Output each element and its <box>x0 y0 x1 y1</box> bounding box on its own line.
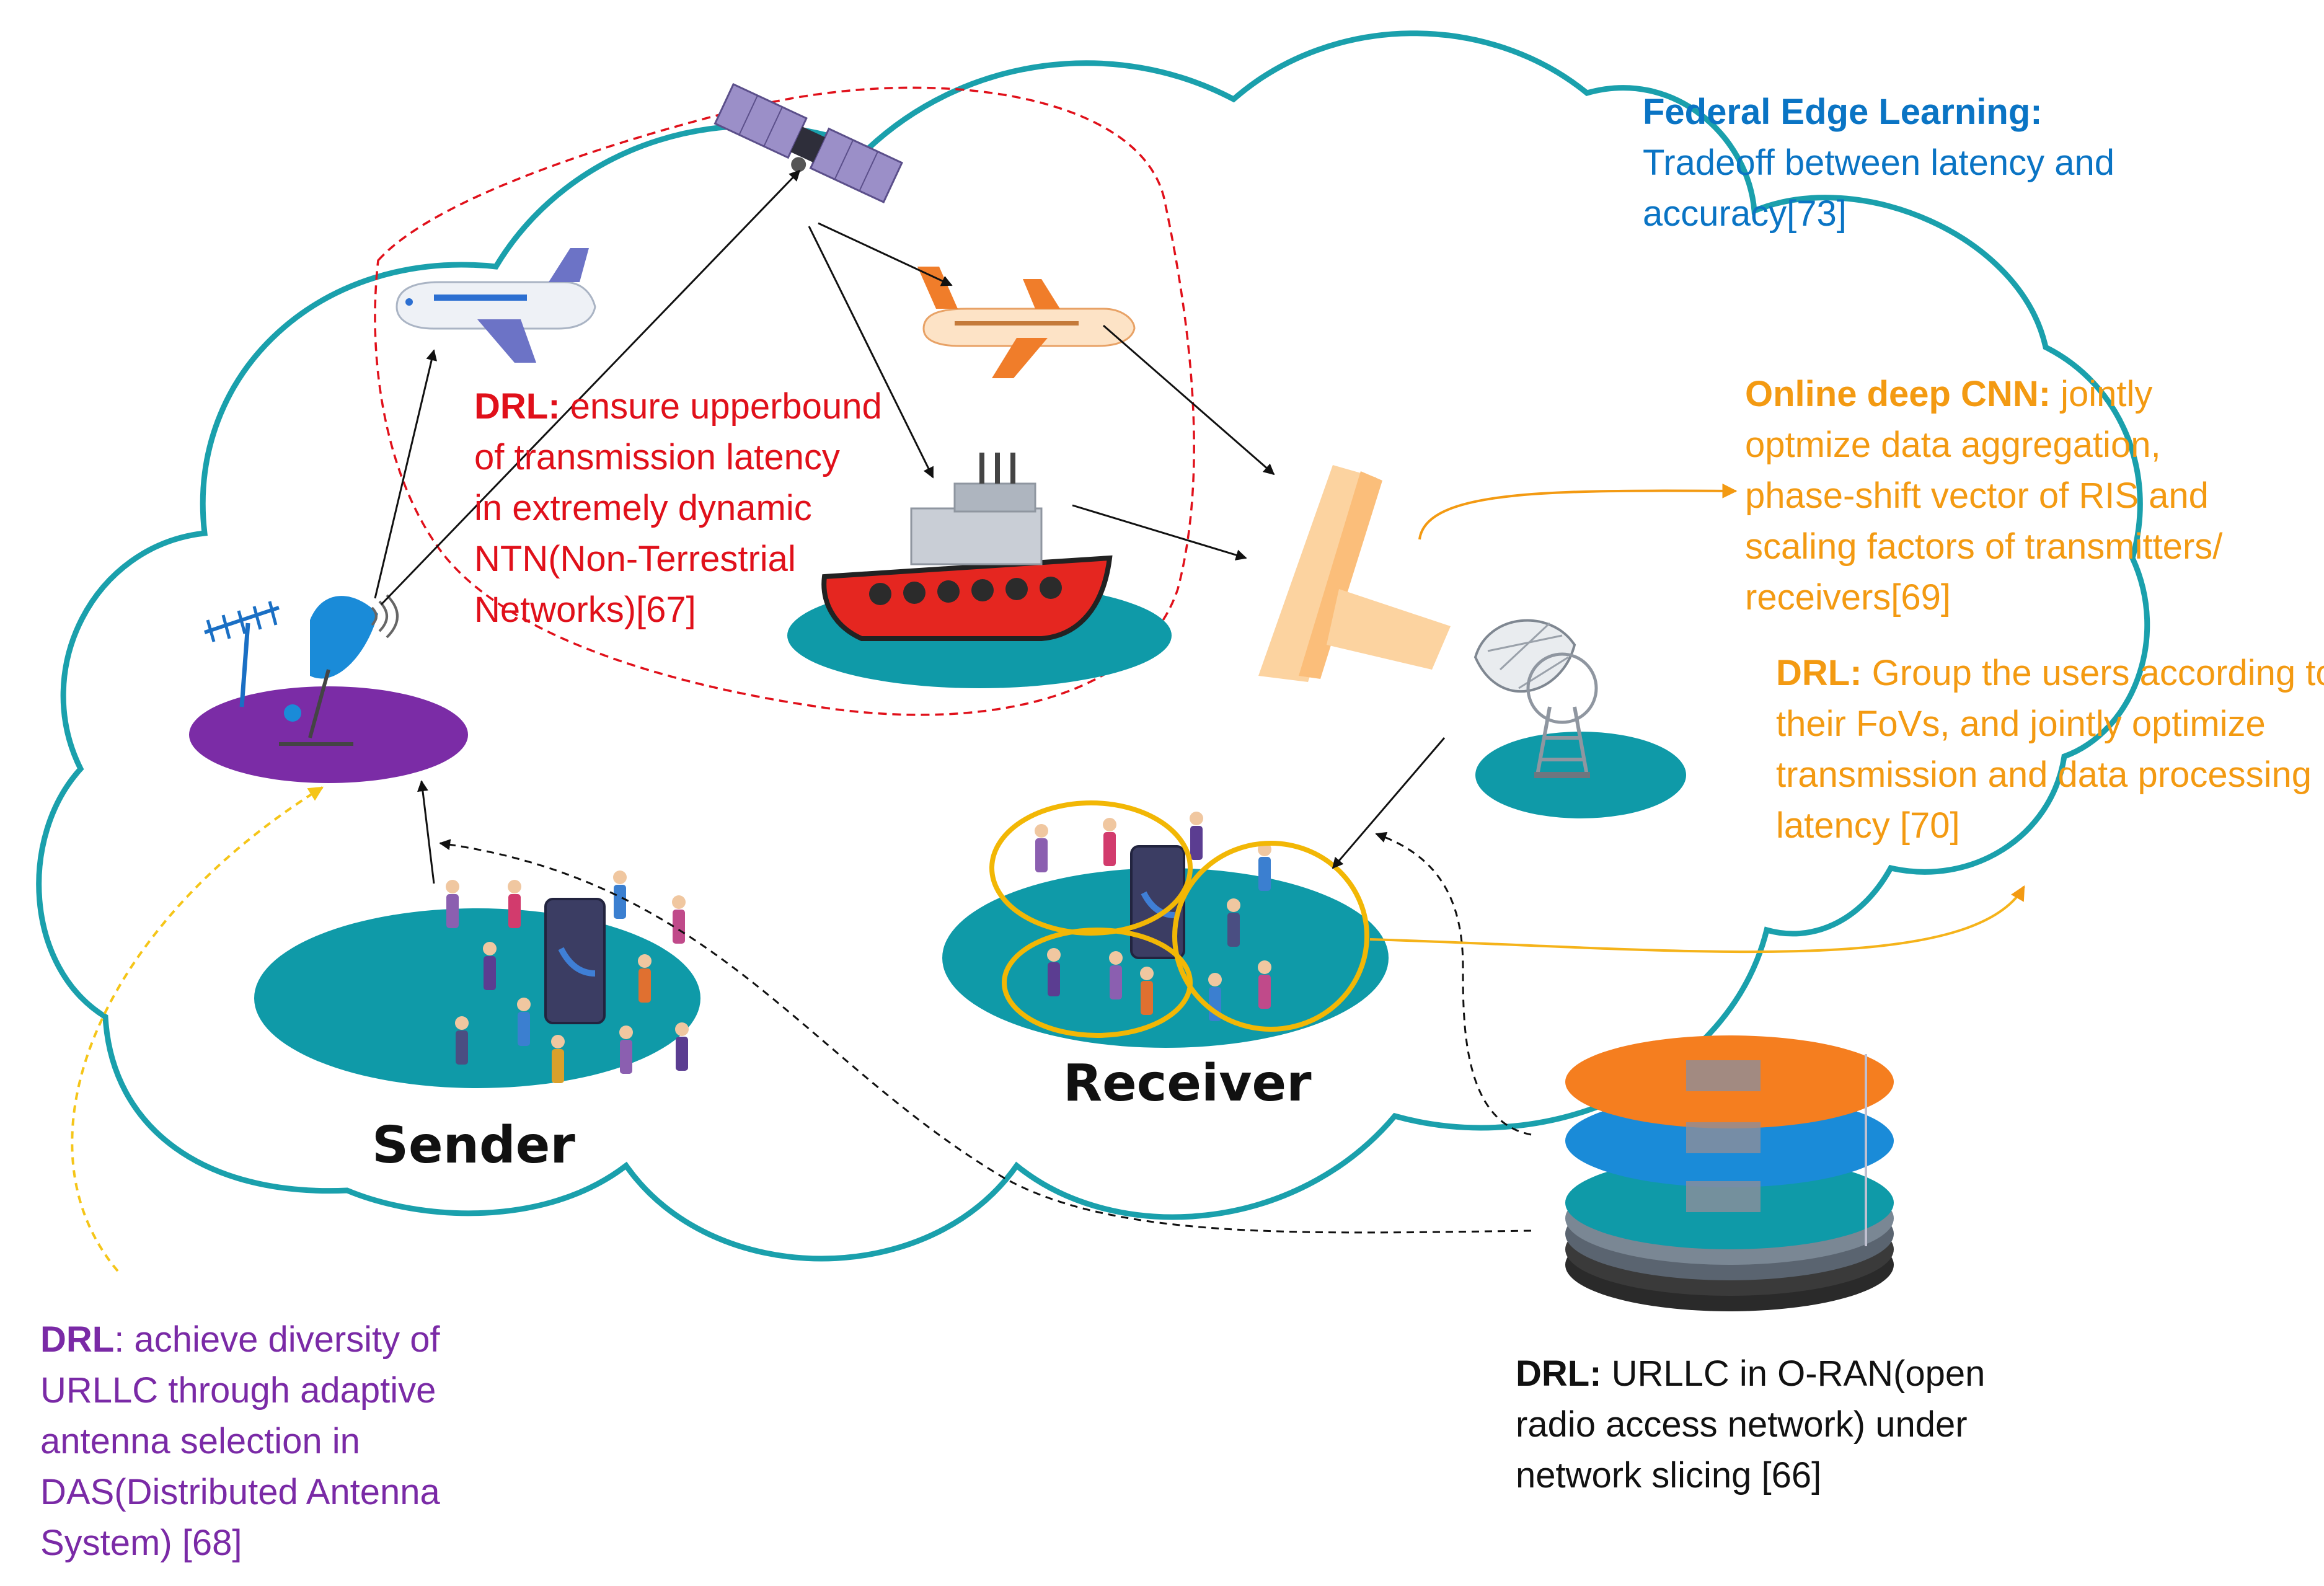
satellite-icon <box>714 82 903 204</box>
online-cnn-line-1: optmize data aggregation, <box>1745 425 2161 465</box>
receiver-label: Receiver <box>1063 1054 1312 1113</box>
fov-group-ring <box>1172 841 1369 1032</box>
federal-line-2: accuracy[73] <box>1643 193 1847 234</box>
drl-ntn-title: DRL: <box>474 386 560 427</box>
link-arrow <box>1103 324 1275 476</box>
federal-edge-note: Federal Edge Learning: Tradeoff between … <box>1643 87 2114 239</box>
drl-ntn-line-3: NTN(Non-Terrestrial <box>474 539 796 579</box>
sender-label: Sender <box>372 1116 575 1175</box>
drl-ntn-line-1: of transmission latency <box>474 437 840 477</box>
smartphone-icon <box>544 898 606 1024</box>
drl-fov-line-3: latency [70] <box>1776 805 1960 846</box>
drl-ntn-line-4: Networks)[67] <box>474 590 696 630</box>
fov-orange-link <box>1369 885 2025 954</box>
online-cnn-line-3: scaling factors of transmitters/ <box>1745 526 2223 567</box>
link-arrow <box>818 222 953 286</box>
online-cnn-line-2: phase-shift vector of RIS and <box>1745 476 2209 516</box>
oran-stack-icon <box>1565 1035 1894 1311</box>
drl-das-line-4: System) [68] <box>40 1523 242 1563</box>
drl-fov-first: Group the users according to <box>1862 653 2324 693</box>
drl-fov-line-1: their FoVs, and jointly optimize <box>1776 704 2266 744</box>
fov-group-ring <box>989 800 1193 936</box>
link-arrow <box>1332 737 1446 869</box>
drl-oran-first: URLLC in O-RAN(open <box>1601 1353 1986 1394</box>
drl-das-title: DRL <box>40 1319 115 1360</box>
online-cnn-title: Online deep CNN: <box>1745 374 2051 414</box>
drl-ntn-line-2: in extremely dynamic <box>474 488 812 528</box>
airplane-icon <box>917 267 1136 378</box>
link-arrow <box>1072 504 1247 560</box>
drl-fov-line-2: transmission and data processing <box>1776 755 2312 795</box>
people-icon <box>446 871 689 1083</box>
drl-das-line-1: URLLC through adaptive <box>40 1370 436 1411</box>
online-cnn-note: Online deep CNN: jointly optmize data ag… <box>1745 369 2222 623</box>
online-cnn-line-4: receivers[69] <box>1745 577 1951 618</box>
ship-icon <box>821 453 1113 641</box>
tv-antenna-icon <box>204 601 280 707</box>
people-icon <box>1035 812 1271 1021</box>
dish-antenna-icon <box>1473 619 1598 778</box>
smartphone-icon <box>1130 845 1185 959</box>
das-dashed-link <box>71 786 324 1272</box>
drl-fov-note: DRL: Group the users according to their … <box>1776 648 2324 851</box>
drl-das-first: : achieve diversity of <box>114 1319 440 1360</box>
cloud-outline <box>36 30 2150 1262</box>
drl-oran-line-1: radio access network) under <box>1516 1404 1968 1445</box>
federal-line-1: Tradeoff between latency and <box>1643 143 2114 183</box>
drl-oran-title: DRL: <box>1516 1353 1602 1394</box>
drl-oran-note: DRL: URLLC in O-RAN(open radio access ne… <box>1516 1349 1985 1501</box>
oran-dashed-link <box>439 839 1532 1234</box>
drl-ntn-note: DRL: ensure upperbound of transmission l… <box>474 381 882 636</box>
ris-panel-icon <box>1258 465 1451 682</box>
airplane-icon <box>395 248 596 363</box>
cnn-orange-link <box>1418 483 1738 540</box>
drl-fov-title: DRL: <box>1776 653 1862 693</box>
link-arrow <box>808 226 934 479</box>
sender-disk <box>254 908 700 1088</box>
federal-title: Federal Edge Learning: <box>1643 92 2043 132</box>
oran-dashed-link <box>1375 831 1532 1136</box>
link-arrow <box>380 169 801 606</box>
link-arrow <box>374 349 438 599</box>
online-cnn-first: jointly <box>2051 374 2153 414</box>
drl-ntn-first: ensure upperbound <box>560 386 882 427</box>
antenna-disk <box>189 686 468 783</box>
drl-das-line-2: antenna selection in <box>40 1421 360 1461</box>
drl-oran-line-2: network slicing [66] <box>1516 1455 1822 1495</box>
link-arrow <box>417 780 435 884</box>
drl-das-note: DRL: achieve diversity of URLLC through … <box>40 1314 440 1569</box>
drl-das-line-3: DAS(Distributed Antenna <box>40 1472 440 1512</box>
